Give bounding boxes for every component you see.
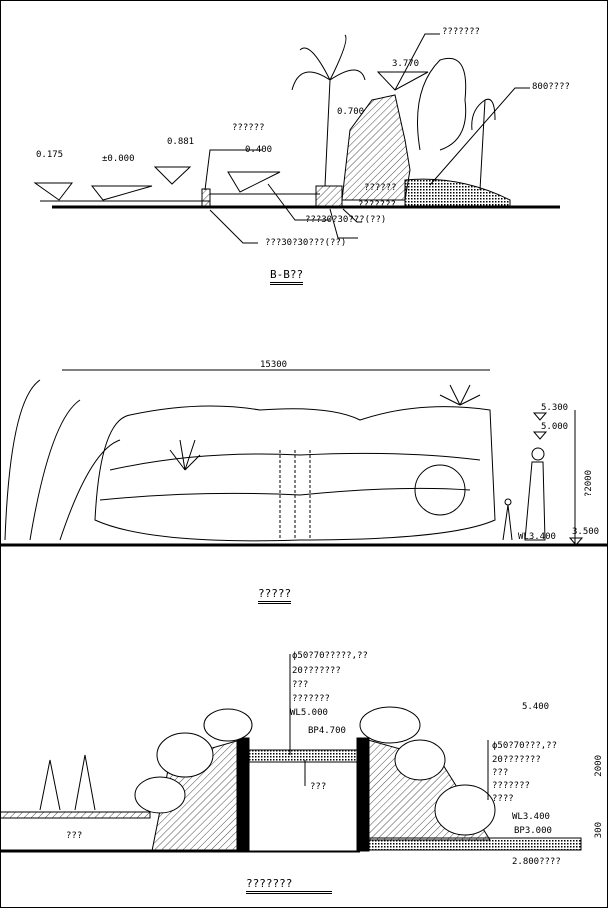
callout-base-2: ??????? — [358, 200, 396, 210]
right-callout-4: ??????? — [492, 781, 530, 791]
level-wl-3-400-detail: WL3.400 — [512, 812, 550, 822]
level-5-000: 5.000 — [541, 422, 569, 432]
level-wl-3-400: WL3.400 — [518, 532, 556, 542]
callout-curb: ?????? — [232, 123, 265, 133]
dim-300: 300 — [594, 822, 604, 839]
level-wl-5-000: WL5.000 — [290, 708, 328, 718]
callout-base-1: ?????? — [364, 183, 397, 193]
width-dimension-label: 15300 — [260, 360, 288, 370]
right-callout-5: ???? — [492, 794, 514, 804]
person-adult — [531, 447, 545, 461]
rockery-elevation — [94, 405, 496, 542]
left-callout-3: ??? — [292, 680, 309, 690]
section-detail-title: ??????? — [246, 877, 333, 894]
ground-hatch — [0, 811, 151, 819]
level-3-500: 3.500 — [572, 527, 600, 537]
person-child — [504, 498, 512, 506]
left-callout-4: ??????? — [292, 694, 330, 704]
inner-label: ??? — [310, 782, 327, 792]
callout-plant: 800???? — [532, 82, 570, 92]
curb — [201, 188, 211, 208]
cavity — [248, 761, 358, 852]
banana-plants — [4, 379, 121, 541]
right-callout-1: ϕ50?70???,?? — [492, 741, 558, 751]
section-bb-title: B-B?? — [270, 268, 304, 285]
level-0-000: ±0.000 — [102, 154, 135, 164]
level-0-400: 0.400 — [245, 145, 273, 155]
section-bb-drawing — [33, 33, 560, 244]
banana-plant — [471, 98, 496, 191]
callout-rockery: ??????? — [442, 27, 480, 37]
dim-2000: 2000 — [594, 755, 604, 777]
tree — [417, 58, 467, 151]
level-5-400: 5.400 — [522, 702, 550, 712]
right-callout-2: 20??????? — [492, 755, 541, 765]
shrubs — [39, 754, 96, 811]
level-marks — [33, 71, 429, 201]
fern — [169, 439, 201, 471]
shrub-bed — [404, 178, 511, 208]
elevation-title: ????? — [258, 587, 292, 604]
callout-paving-2: ???30?30???(??) — [265, 238, 347, 248]
level-bp-3-000: BP3.000 — [514, 826, 552, 836]
waterfall — [279, 450, 311, 540]
level-5-300: 5.300 — [541, 403, 569, 413]
level-bp-4-700: BP4.700 — [308, 726, 346, 736]
level-0-175: 0.175 — [36, 150, 64, 160]
level-3-770: 3.770 — [392, 59, 420, 69]
level-2-800: 2.800???? — [512, 857, 561, 867]
section-detail-drawing — [0, 654, 582, 853]
planter-base — [315, 185, 343, 208]
height-dimension-label: ?2000 — [584, 470, 594, 498]
palm-tree — [291, 34, 366, 187]
boulders — [134, 706, 496, 836]
left-callout-2: 20??????? — [292, 666, 341, 676]
level-0-881: 0.881 — [167, 137, 195, 147]
level-0-700: 0.700 — [337, 107, 365, 117]
left-callout-1: ϕ50?70?????,?? — [292, 651, 368, 661]
fern-top — [439, 384, 481, 406]
top-slab — [248, 749, 358, 763]
ground-label: ??? — [66, 831, 83, 841]
wall-left — [236, 737, 250, 852]
elevation-drawing — [0, 369, 608, 547]
right-callout-3: ??? — [492, 768, 509, 778]
callout-paving-1: ???30?30???(??) — [305, 215, 387, 225]
pool-base — [368, 837, 582, 851]
